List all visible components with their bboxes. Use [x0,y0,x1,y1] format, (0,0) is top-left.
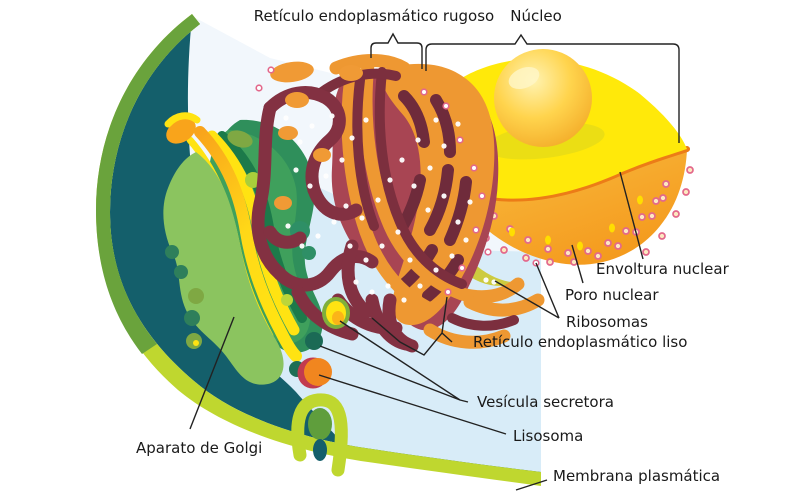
label-envoltura-nuclear: Envoltura nuclear [596,260,729,278]
label-aparato-golgi: Aparato de Golgi [136,439,263,457]
membrane-fold [291,393,348,477]
bracket-rer [370,32,423,69]
line-envoltura [619,171,644,260]
label-poro-nuclear: Poro nuclear [565,286,659,304]
line-membrana [515,479,548,491]
label-nucleo: Núcleo [510,7,562,25]
line-poro [571,244,584,284]
transport-vesicle [305,332,323,350]
label-reticulo-liso: Retículo endoplasmático liso [473,333,688,351]
line-rel [371,296,453,356]
nucleolus [494,49,592,147]
secretory-vesicle [322,297,350,329]
lysosome [297,357,332,389]
label-membrana-plasmatica: Membrana plasmática [553,467,721,485]
golgi-orange-tip [166,118,196,144]
line-golgi [189,316,235,430]
line-vesicula [319,320,469,403]
line-lisosoma [318,374,507,435]
er-pink-dots [255,66,540,296]
endoplasmic-reticulum [251,54,545,353]
bracket-nucleo [425,33,680,143]
label-ribosomas: Ribosomas [566,313,648,331]
ribosome-dots [283,113,497,303]
er-orange-caps [270,61,363,210]
line-ribosomas [494,262,560,319]
leader-lines [189,32,680,491]
label-reticulo-rugoso: Retículo endoplasmático rugoso [253,7,495,25]
plasma-membrane [96,14,541,486]
label-vesicula-secretora: Vesícula secretora [477,393,614,411]
label-lisosoma: Lisosoma [513,427,584,445]
